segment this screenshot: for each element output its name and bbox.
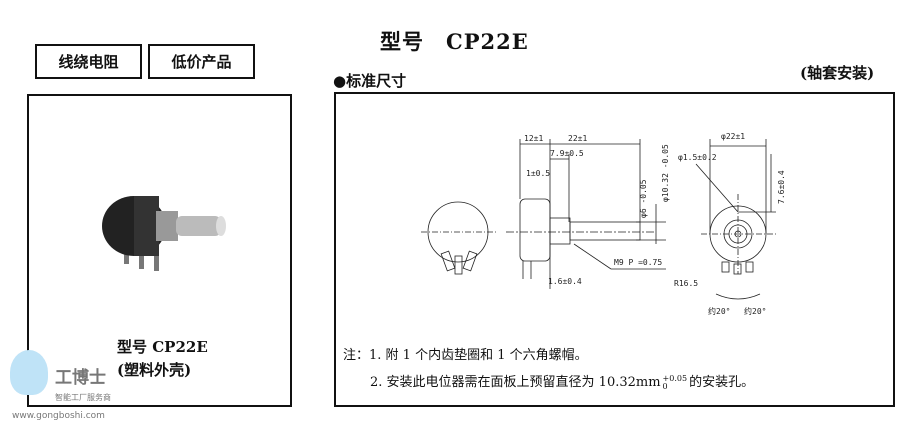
page-title: 型号 CP22E: [380, 29, 529, 54]
product-photo: [102, 196, 226, 271]
dim-shaft-dia: φ6 -0.05: [639, 179, 648, 218]
note-1: 注：1. 附 1 个内齿垫圈和 1 个六角螺帽。: [343, 348, 588, 363]
dim-12: 12±1: [524, 134, 543, 143]
housing-caption: (塑料外壳): [117, 361, 192, 379]
watermark-url: www.gongboshi.com: [12, 411, 105, 421]
section-label: ●标准尺寸: [333, 72, 407, 90]
watermark-brand: 工博士: [55, 368, 106, 388]
mount-type: (轴套安装): [800, 64, 875, 82]
dim-1: 1±0.5: [526, 169, 550, 178]
dimension-panel: 12±1 22±1 7.9±0.5 1±0.5 1.6±0.4 φ6 -0.05…: [334, 92, 895, 407]
watermark-slogan: 智能工厂服务商: [55, 393, 111, 402]
dim-angle-2: 约20°: [744, 306, 766, 316]
dim-thread: M9 P =0.75: [614, 258, 662, 267]
shaft: [569, 221, 641, 241]
dim-22: 22±1: [568, 134, 587, 143]
model-caption: 型号 CP22E: [117, 338, 208, 356]
dim-bushing-dia: φ10.32 -0.05: [661, 144, 670, 202]
dim-7-6: 7.6±0.4: [777, 170, 786, 204]
mascot-logo: [10, 350, 48, 395]
tag-low-price: 低价产品: [148, 44, 255, 79]
dim-7-9: 7.9±0.5: [550, 149, 584, 158]
dim-1-5: φ1.5±0.2: [678, 153, 717, 162]
product-panel: 型号 CP22E (塑料外壳): [27, 94, 292, 407]
tag-wirewound: 线绕电阻: [35, 44, 142, 79]
dim-22-front: φ22±1: [721, 132, 745, 141]
dim-1-6: 1.6±0.4: [548, 277, 582, 286]
dim-radius: R16.5: [674, 279, 698, 288]
dimension-drawing: 12±1 22±1 7.9±0.5 1±0.5 1.6±0.4 φ6 -0.05…: [421, 132, 786, 316]
side-view-body: [519, 198, 551, 262]
dim-angle-1: 约20°: [708, 306, 730, 316]
